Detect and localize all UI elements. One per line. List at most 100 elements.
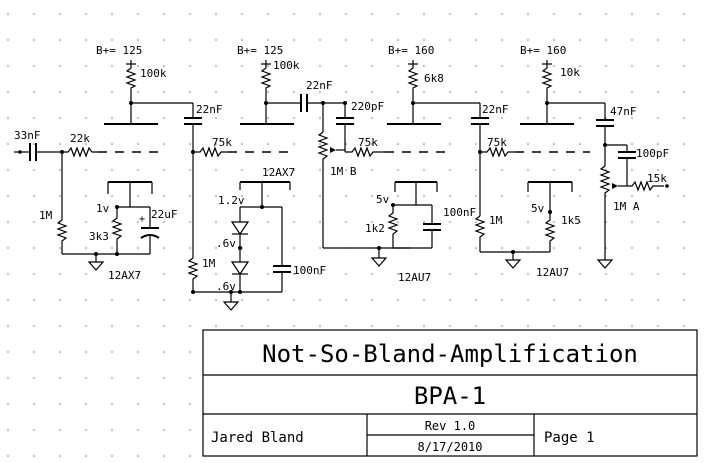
grid-dot [137,403,139,405]
grid-dot [59,325,61,327]
grid-dot [605,273,607,275]
grid-dot [319,273,321,275]
grid-dot [345,39,347,41]
grid-dot [449,169,451,171]
cathode-resistor-1-label: 3k3 [89,230,109,243]
grid-dot [137,325,139,327]
grid-dot [137,429,139,431]
grid-dot [293,169,295,171]
grid-dot [631,169,633,171]
grid-dot [137,143,139,145]
input-resistor-label: 22k [70,132,90,145]
grid-dot [319,117,321,119]
grid-dot [553,143,555,145]
plate-resistor-3 [407,64,419,103]
grid-dot [371,221,373,223]
grid-dot [85,247,87,249]
grid-dot [241,299,243,301]
grid-dot [111,351,113,353]
grid-dot [527,143,529,145]
grid-dot [371,273,373,275]
grid-dot [241,169,243,171]
grid-dot [319,39,321,41]
grid-dot [449,195,451,197]
grid-dot [319,221,321,223]
grid-dot [449,117,451,119]
coupling-capacitor-1-label: 22nF [196,103,223,116]
grid-dot [449,247,451,249]
grid-dot [267,65,269,67]
grid-dot [59,65,61,67]
grid-dots [7,13,685,457]
grid-dot [501,13,503,15]
grid-dot [85,91,87,93]
grid-dot [397,117,399,119]
grid-dot [345,169,347,171]
grid-dot [605,91,607,93]
grid-dot [189,221,191,223]
grid-dot [137,117,139,119]
grid-dot [553,169,555,171]
grid-stopper-2-label: 75k [212,136,232,149]
grid-dot [163,221,165,223]
grid-dot [293,91,295,93]
grid-dot [423,65,425,67]
grid-dot [631,143,633,145]
grid-stopper-4-label: 75k [487,136,507,149]
grid-dot [163,403,165,405]
grid-dot [111,377,113,379]
grid-dot [111,273,113,275]
grid-dot [423,117,425,119]
grid-dot [163,377,165,379]
grid-dot [59,377,61,379]
grid-dot [137,299,139,301]
grid-dot [345,195,347,197]
grid-dot [397,91,399,93]
grid-dot [85,299,87,301]
grid-dot [475,221,477,223]
grid-dot [475,325,477,327]
grid-dot [319,195,321,197]
grid-dot [7,195,9,197]
coupling-capacitor-3-label: 22nF [482,103,509,116]
grid-dot [85,39,87,41]
diode-2 [230,261,250,276]
grid-dot [579,325,581,327]
grid-dot [683,169,685,171]
rail-label-2: B+= 125 [237,44,283,57]
grid-dot [501,325,503,327]
grid-dot [215,221,217,223]
grid-dot [241,13,243,15]
grid-dot [267,299,269,301]
grid-dot [657,273,659,275]
title-block: Not-So-Bland-Amplification BPA-1 Jared B… [202,329,698,457]
plate-resistor-2-label: 100k [273,59,300,72]
grid-dot [215,299,217,301]
grid-dot [215,325,217,327]
grid-dot [189,299,191,301]
input-resistor [62,146,98,158]
grid-dot [397,65,399,67]
grid-dot [553,247,555,249]
grid-dot [59,169,61,171]
grid-dot [475,13,477,15]
volume-pot-b-label: 1M B [330,165,357,178]
grid-dot [423,169,425,171]
grid-dot [423,143,425,145]
bright-capacitor-2-label: 100pF [636,147,669,160]
grid-stopper-2 [193,146,228,158]
grid-dot [59,143,61,145]
ground-symbol-2 [222,292,240,311]
grid-dot [579,195,581,197]
grid-dot [631,273,633,275]
grid-dot [215,91,217,93]
grid-dot [631,13,633,15]
grid-dot [371,325,373,327]
grid-dot [59,117,61,119]
diode-voltage-1: .6v [216,237,236,250]
grid-dot [85,117,87,119]
grid-dot [85,195,87,197]
grid-dot [579,169,581,171]
grid-dot [527,169,529,171]
